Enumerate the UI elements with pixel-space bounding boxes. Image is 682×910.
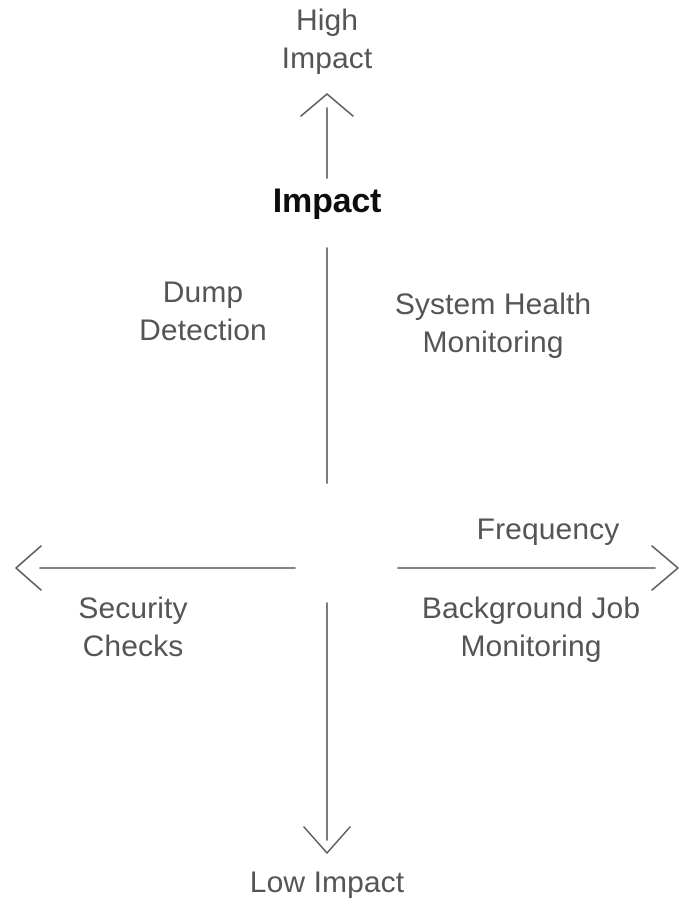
axis-label-high-impact: High Impact	[281, 4, 373, 75]
quadrant-label-lower-left: Security Checks	[78, 592, 188, 663]
quadrant-label-upper-left: Dump Detection	[139, 276, 267, 347]
axis-right-arrowhead	[651, 545, 679, 591]
axis-up-arrowhead	[300, 93, 354, 117]
axis-down-arrowhead	[303, 826, 351, 854]
axis-label-low-impact: Low Impact	[249, 866, 405, 899]
axis-name-frequency: Frequency	[476, 513, 620, 546]
quadrant-label-lower-right: Background Job Monitoring	[421, 592, 641, 663]
quadrant-label-upper-right: System Health Monitoring	[394, 288, 592, 359]
axis-left-arrowhead	[15, 545, 42, 591]
axis-name-impact: Impact	[272, 182, 382, 220]
